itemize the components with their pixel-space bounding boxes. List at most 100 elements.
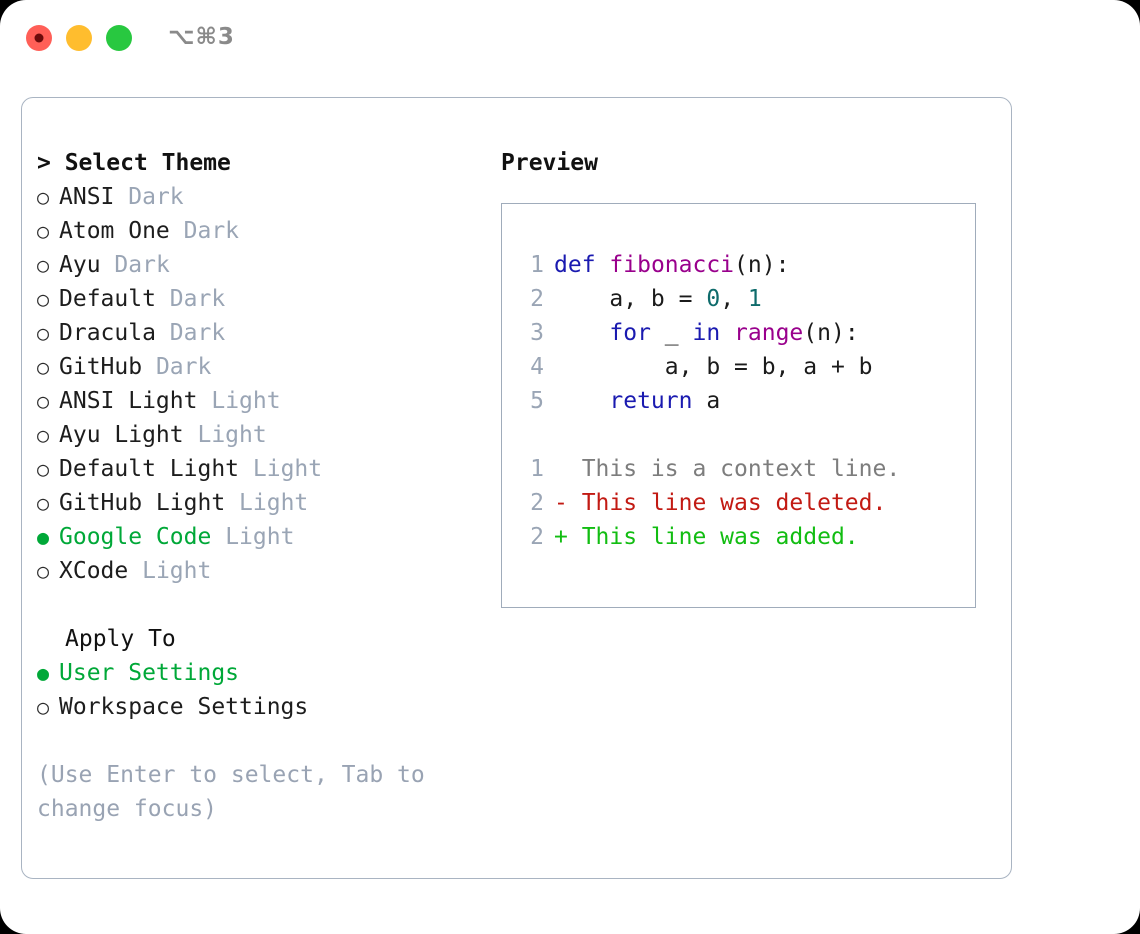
apply-to-heading: Apply To — [65, 626, 176, 652]
apply-to-list: ●User Settings ○ Workspace Settings — [37, 656, 477, 724]
theme-list-item[interactable]: ●Google Code Light — [37, 520, 477, 554]
theme-list-item[interactable]: ○ Atom One Dark — [37, 214, 477, 248]
radio-unselected-icon[interactable]: ○ — [37, 253, 50, 277]
minimize-button-icon[interactable] — [66, 25, 92, 51]
title-bar: ⌥⌘3 — [0, 0, 1140, 78]
diff-line: 1 This is a context line. — [516, 452, 975, 486]
theme-picker-column: > Select Theme ○ANSI Dark○Atom One Dark○… — [37, 146, 477, 826]
code-token-plain: a, b = — [554, 286, 707, 312]
theme-list-item[interactable]: ○GitHub Dark — [37, 350, 477, 384]
theme-name-label: ANSI — [59, 184, 115, 210]
radio-unselected-icon[interactable]: ○ — [37, 185, 50, 209]
theme-label-gap — [156, 282, 170, 316]
theme-list-item[interactable]: ○ ANSI Light Light — [37, 384, 477, 418]
diff-line-number: 1 — [530, 456, 544, 482]
code-line: 5 return a — [516, 384, 975, 418]
theme-name-label: Ayu Light — [59, 422, 184, 448]
radio-unselected-icon[interactable]: ○ — [37, 559, 50, 583]
code-token-plain: _ — [650, 320, 693, 346]
code-token-fn: fibonacci — [609, 252, 735, 278]
theme-label-gap — [101, 248, 115, 282]
code-token-plain: (n): — [734, 252, 790, 278]
theme-kind-badge: Dark — [169, 286, 226, 312]
diff-line-number: 2 — [530, 524, 544, 550]
theme-label-gap — [170, 214, 184, 248]
theme-name-label: Atom One — [59, 218, 170, 244]
apply-to-option-label: Workspace Settings — [59, 694, 309, 720]
code-token-kw: return — [609, 388, 693, 414]
diff-line-text-del: - This line was deleted. — [554, 490, 887, 516]
code-token-kw: def — [554, 252, 596, 278]
code-line-number: 2 — [530, 286, 544, 312]
code-token-plain: , — [720, 286, 748, 312]
radio-selected-icon[interactable]: ● — [37, 661, 50, 685]
code-diff-separator — [516, 418, 975, 452]
theme-list-item[interactable]: ○ Default Light Light — [37, 452, 477, 486]
theme-label-gap — [211, 520, 225, 554]
code-token-plain — [554, 316, 609, 350]
code-token-num: 0 — [706, 286, 721, 312]
radio-unselected-icon[interactable]: ○ — [37, 491, 50, 515]
code-token-plain: a — [692, 388, 721, 414]
theme-name-label: Default Light — [59, 456, 240, 482]
theme-list-item[interactable]: ○Ayu Dark — [37, 248, 477, 282]
theme-list: ○ANSI Dark○Atom One Dark○Ayu Dark○Defaul… — [37, 180, 477, 588]
theme-name-label: ANSI Light — [59, 388, 198, 414]
theme-label-gap — [184, 418, 198, 452]
code-token-kw: for — [609, 320, 651, 346]
zoom-button-icon[interactable] — [106, 25, 132, 51]
code-line-number: 5 — [530, 388, 544, 414]
theme-kind-badge: Light — [252, 456, 323, 482]
radio-unselected-icon[interactable]: ○ — [37, 695, 50, 719]
code-token-plain: (n): — [803, 320, 859, 346]
radio-unselected-icon[interactable]: ○ — [37, 321, 50, 345]
radio-unselected-icon[interactable]: ○ — [37, 389, 50, 413]
theme-list-item[interactable]: ○Default Dark — [37, 282, 477, 316]
theme-kind-badge: Light — [211, 388, 281, 414]
theme-kind-badge: Dark — [183, 218, 240, 244]
theme-kind-badge: Dark — [169, 320, 226, 346]
apply-to-section: Apply To ●User Settings ○ Workspace Settin… — [37, 622, 477, 724]
theme-list-item[interactable]: ○GitHub Light Light — [37, 486, 477, 520]
theme-list-item[interactable]: ○Ayu Light Light — [37, 418, 477, 452]
keyboard-hint: (Use Enter to select, Tab to change focu… — [37, 762, 425, 822]
window-controls — [26, 25, 132, 51]
code-token-plain — [720, 316, 734, 350]
preview-heading: Preview — [501, 150, 598, 176]
diff-line-number: 2 — [530, 490, 544, 516]
apply-to-option[interactable]: ○ Workspace Settings — [37, 690, 477, 724]
theme-name-label: Google Code — [59, 524, 212, 550]
radio-unselected-icon[interactable]: ○ — [37, 457, 50, 481]
page-title-text: Select Theme — [64, 150, 231, 176]
theme-kind-badge: Light — [142, 558, 212, 584]
apply-to-option[interactable]: ●User Settings — [37, 656, 477, 690]
theme-label-gap — [197, 384, 211, 418]
code-token-plain: a, b = b, a + b — [554, 354, 873, 380]
code-token-plain — [554, 384, 609, 418]
diff-line: 2 - This line was deleted. — [516, 486, 975, 520]
diff-line-text-ctx: This is a context line. — [554, 456, 901, 482]
radio-unselected-icon[interactable]: ○ — [37, 287, 50, 311]
close-button-icon[interactable] — [26, 25, 52, 51]
theme-label-gap — [239, 452, 253, 486]
theme-label-gap — [142, 350, 156, 384]
theme-list-item[interactable]: ○Dracula Dark — [37, 316, 477, 350]
code-token-fn: range — [734, 320, 804, 346]
code-token-num: 1 — [747, 286, 762, 312]
diff-sample: 1 This is a context line. 2 - This line wa… — [516, 452, 975, 554]
theme-list-item[interactable]: ○ANSI Dark — [37, 180, 477, 214]
code-line-number: 1 — [530, 252, 544, 278]
radio-selected-icon[interactable]: ● — [37, 525, 50, 549]
theme-name-label: GitHub — [59, 354, 143, 380]
radio-unselected-icon[interactable]: ○ — [37, 423, 50, 447]
radio-unselected-icon[interactable]: ○ — [37, 355, 50, 379]
code-token-kw: in — [692, 320, 721, 346]
code-line-number: 3 — [530, 320, 544, 346]
main-panel: > Select Theme ○ANSI Dark○Atom One Dark○… — [21, 97, 1012, 879]
theme-list-item[interactable]: ○XCode Light — [37, 554, 477, 588]
radio-unselected-icon[interactable]: ○ — [37, 219, 50, 243]
